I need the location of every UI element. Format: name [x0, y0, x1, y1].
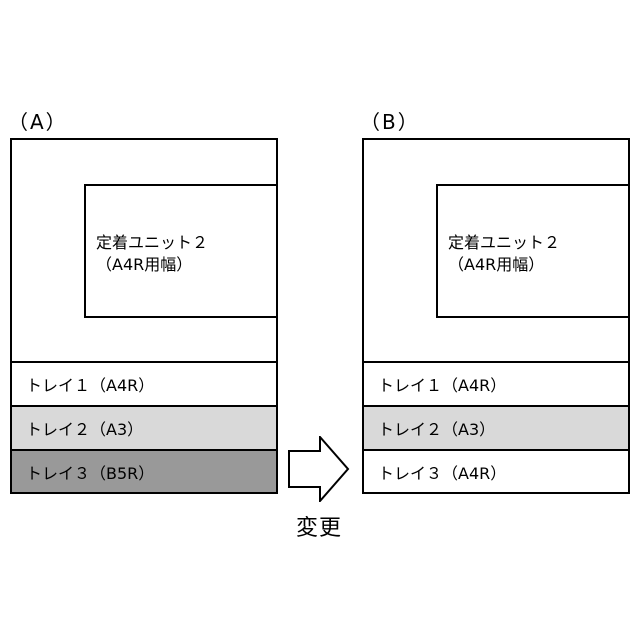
panel-a-tray-2: トレイ２（A3）: [12, 405, 276, 449]
panel-b-fuser-text: 定着ユニット２ （A4R用幅）: [448, 232, 560, 276]
panel-b-machine: 定着ユニット２ （A4R用幅） トレイ１（A4R） トレイ２（A3） トレイ３（…: [362, 138, 630, 494]
panel-a-fuser-width: （A4R用幅）: [96, 254, 208, 276]
panel-a-fuser-name: 定着ユニット２: [96, 232, 208, 254]
panel-a-machine: 定着ユニット２ （A4R用幅） トレイ１（A4R） トレイ２（A3） トレイ３（…: [10, 138, 278, 494]
panel-b-tray-3: トレイ３（A4R）: [364, 449, 628, 492]
panel-b-tray-2: トレイ２（A3）: [364, 405, 628, 449]
panel-b-fuser-width: （A4R用幅）: [448, 254, 560, 276]
change-label: 変更: [296, 510, 342, 542]
right-arrow-icon: [288, 436, 350, 502]
panel-b-label: （B）: [360, 106, 420, 135]
panel-a-tray-3: トレイ３（B5R）: [12, 449, 276, 492]
panel-a-tray-1: トレイ１（A4R）: [12, 361, 276, 405]
panel-b-tray-1: トレイ１（A4R）: [364, 361, 628, 405]
panel-a-label: （A）: [8, 106, 68, 135]
panel-b-fuser-name: 定着ユニット２: [448, 232, 560, 254]
panel-a-fuser-text: 定着ユニット２ （A4R用幅）: [96, 232, 208, 276]
